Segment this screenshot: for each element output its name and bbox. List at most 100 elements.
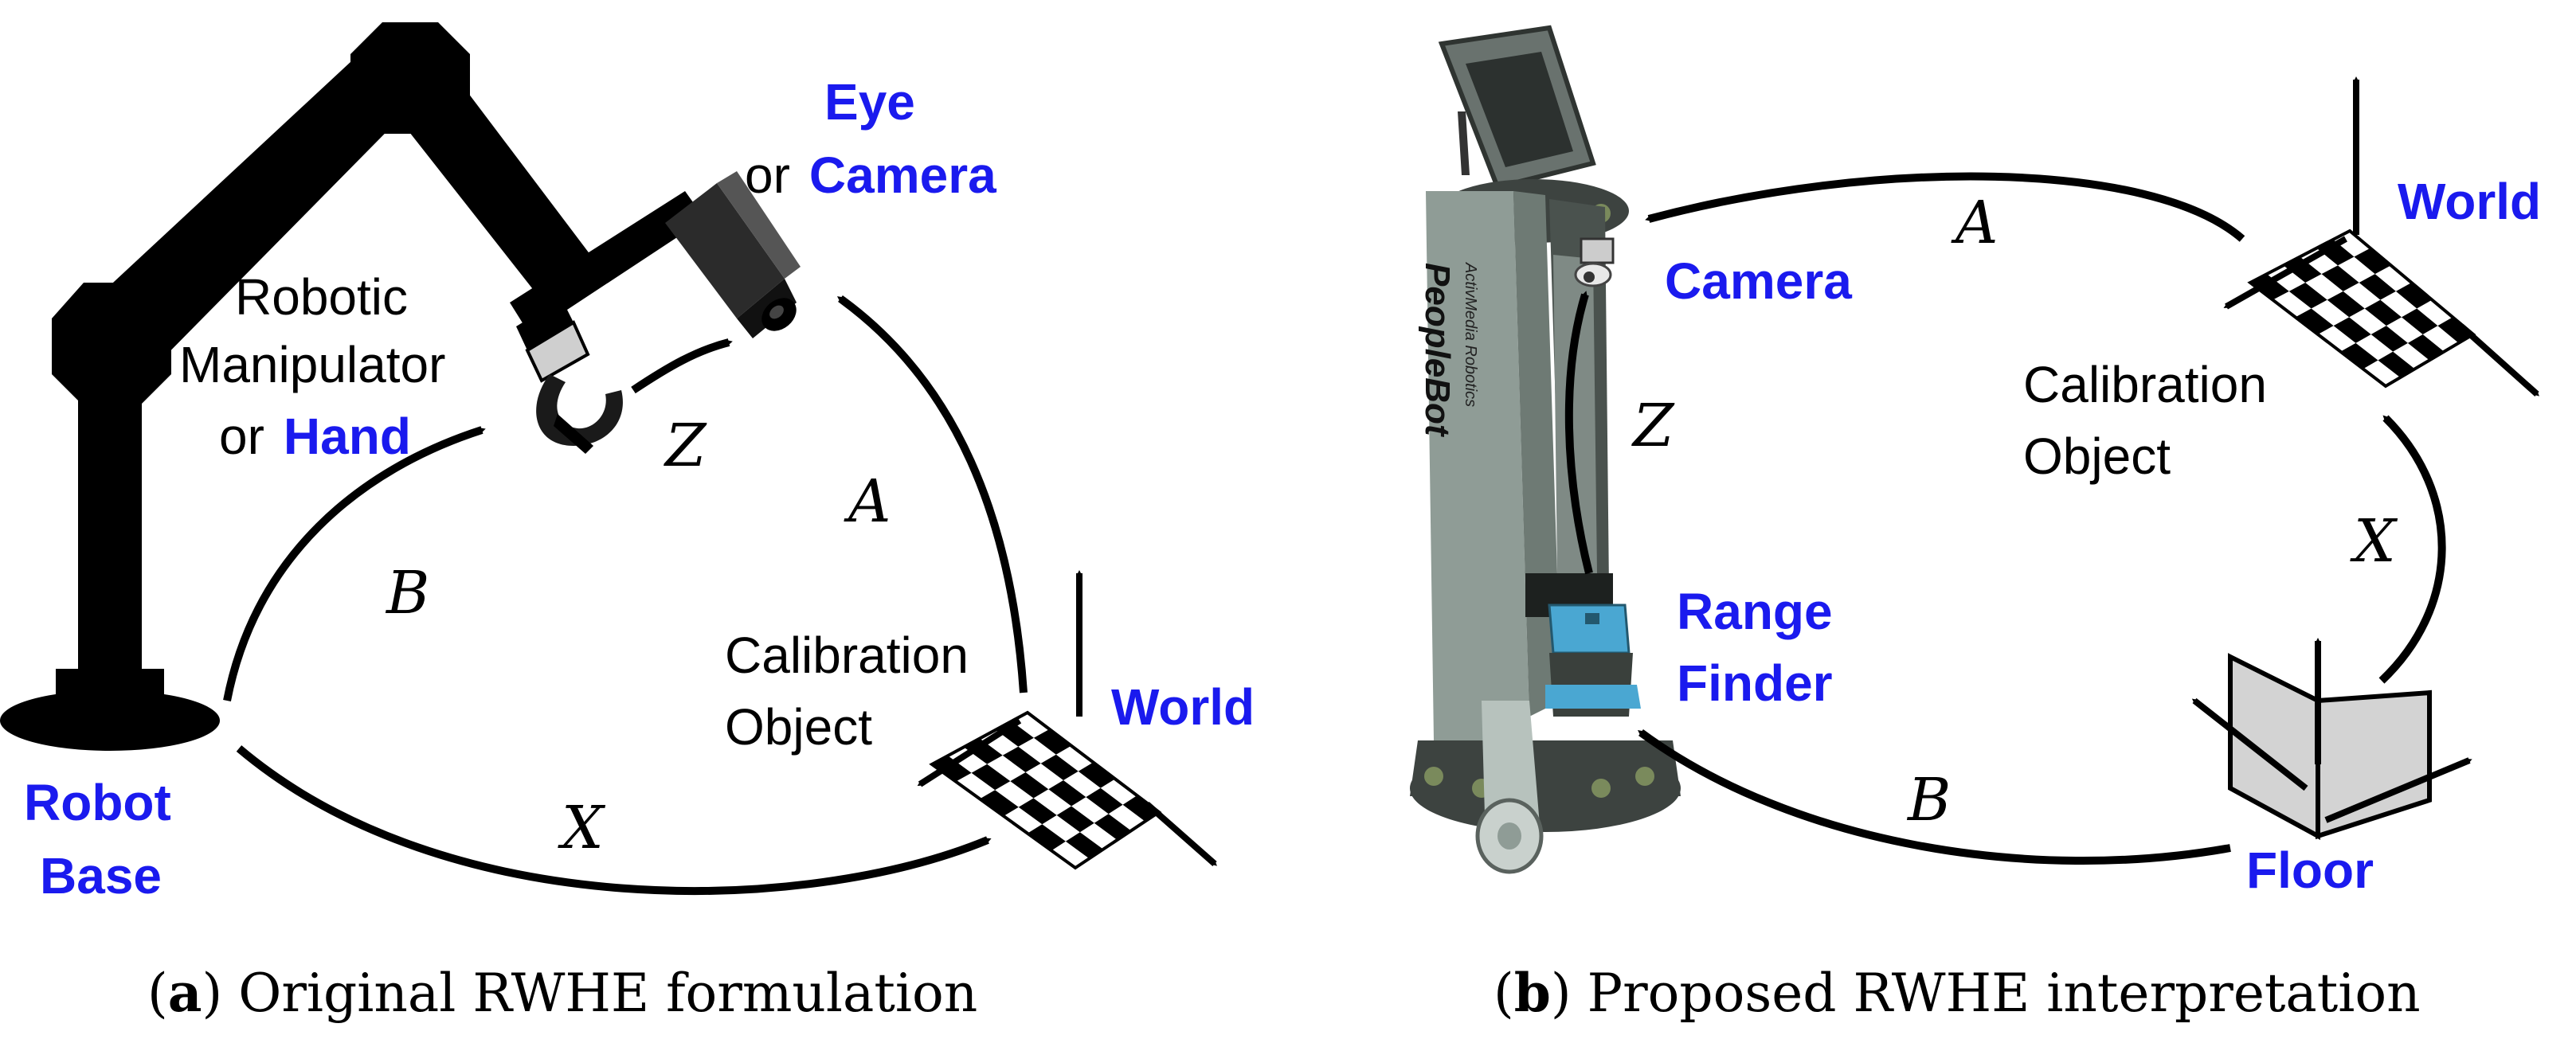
var-z-a: Z — [664, 412, 707, 480]
checker-cell — [1048, 780, 1086, 807]
arrow-x-a — [236, 745, 992, 895]
checker-cell — [2354, 248, 2391, 275]
world-axis-left-b — [2223, 236, 2347, 310]
var-b-a: B — [385, 559, 429, 627]
checker-cell — [1028, 824, 1066, 851]
robot-column-main — [1426, 191, 1529, 764]
checker-cell — [2340, 342, 2378, 369]
arrow-a-a — [836, 295, 1028, 693]
peoplebot-illustration: ActivMedia Robotics PeopleBot — [1410, 25, 1681, 874]
checker-cell — [2316, 239, 2355, 266]
or-camera-prefix: or — [745, 146, 790, 204]
robot-monitor-mount — [1458, 111, 1470, 175]
checker-cell — [1018, 798, 1057, 825]
checker-cell — [1094, 814, 1131, 840]
checker-cell — [2407, 334, 2445, 361]
checker-cell — [2288, 283, 2327, 309]
caption-b-close: ) — [1551, 963, 1572, 1024]
camera-illustration — [665, 171, 801, 338]
world-label-a: World — [1111, 678, 1255, 736]
caption-b-text: Proposed RWHE interpretation — [1587, 963, 2421, 1024]
checker-cell — [2283, 256, 2322, 283]
checker-cell — [1122, 795, 1159, 822]
range-finder-sensor — [1525, 573, 1641, 717]
object-label-b: Object — [2023, 428, 2171, 485]
floor-label: Floor — [2246, 842, 2374, 899]
robot-camera — [1574, 237, 1615, 287]
arrow-x-b — [2378, 415, 2446, 684]
checker-cell — [964, 738, 1003, 764]
checker-cell — [2295, 308, 2334, 334]
var-z-b: Z — [1631, 392, 1675, 460]
robot-link-1 — [78, 334, 142, 685]
world-frame-b — [2223, 76, 2539, 396]
hand-label: Hand — [284, 408, 411, 465]
floor-frame — [2191, 638, 2472, 841]
checker-cells-b — [2250, 239, 2473, 378]
checker-cell — [1002, 746, 1041, 772]
floor-axis-left — [2191, 697, 2308, 791]
checker-cell — [2402, 308, 2438, 334]
checker-cell — [1040, 754, 1079, 780]
caption-a-open: ( — [147, 963, 168, 1024]
robotic-manipulator-illustration — [0, 22, 801, 751]
robot-gripper-finger — [554, 414, 593, 454]
floor-axis-right — [2324, 757, 2472, 823]
camera-label-b: Camera — [1665, 252, 1852, 310]
or-hand-prefix: or — [219, 408, 264, 465]
robot-monitor-screen — [1466, 52, 1573, 167]
caption-a-close: ) — [202, 963, 223, 1024]
checker-cell — [2437, 317, 2473, 343]
caption-b: (b) Proposed RWHE interpretation — [1494, 962, 2421, 1024]
checker-cell — [2327, 291, 2365, 318]
robotic-label: Robotic — [235, 268, 408, 326]
checker-cell — [2333, 317, 2371, 343]
robot-wheel-hub — [1497, 822, 1521, 850]
caption-a-text: Original RWHE formulation — [238, 963, 977, 1024]
floor-panel-left — [2228, 653, 2320, 841]
caption-b-letter: b — [1514, 962, 1551, 1024]
checker-cell — [2250, 274, 2289, 300]
world-label-b: World — [2398, 173, 2541, 230]
checker-cell — [2370, 326, 2408, 352]
robot-gripper-ruler — [525, 320, 590, 383]
robot-inner-panel — [1553, 255, 1597, 573]
robot-brand-text: ActivMedia Robotics — [1462, 262, 1479, 407]
world-axis-right-b — [2459, 324, 2539, 396]
calibration-label-b: Calibration — [2023, 356, 2267, 413]
var-a-a: A — [844, 467, 891, 536]
robot-name-text: PeopleBot — [1418, 263, 1457, 438]
checker-cell — [1078, 762, 1115, 788]
checker-cell — [1056, 806, 1094, 833]
panel-a: Eye or Camera Robotic Manipulator or Han… — [0, 22, 1255, 1024]
var-a-b: A — [1951, 189, 1998, 257]
object-label-a: Object — [725, 698, 872, 756]
caption-a: (a) Original RWHE formulation — [147, 962, 977, 1024]
checker-cell — [980, 790, 1019, 816]
arrow-a-b — [1645, 172, 2245, 242]
caption-a-letter: a — [168, 962, 202, 1024]
checker-cell — [971, 764, 1011, 791]
caption-b-open: ( — [1494, 963, 1514, 1024]
range-label: Range — [1677, 583, 1833, 640]
var-x-b: X — [2350, 507, 2398, 576]
or-hand-label: or Hand — [219, 408, 411, 465]
checker-cell — [2321, 265, 2359, 291]
robot-gripper-mount — [516, 299, 574, 350]
or-camera-label: or Camera — [745, 146, 996, 204]
checker-cell — [932, 756, 972, 782]
arrow-b-b — [1637, 729, 2231, 865]
eye-label: Eye — [824, 73, 915, 131]
checker-cell — [1010, 772, 1049, 799]
checker-cell — [1086, 787, 1123, 814]
robot-link-2 — [92, 40, 430, 374]
manipulator-label: Manipulator — [179, 336, 445, 393]
checker-cell — [2359, 274, 2396, 300]
checker-cells-a — [932, 721, 1159, 859]
checker-cell — [2378, 351, 2415, 378]
checker-cell — [2364, 299, 2402, 326]
calibration-label-a: Calibration — [725, 627, 969, 684]
base-label: Base — [40, 847, 162, 904]
robot-link-3 — [374, 64, 605, 311]
